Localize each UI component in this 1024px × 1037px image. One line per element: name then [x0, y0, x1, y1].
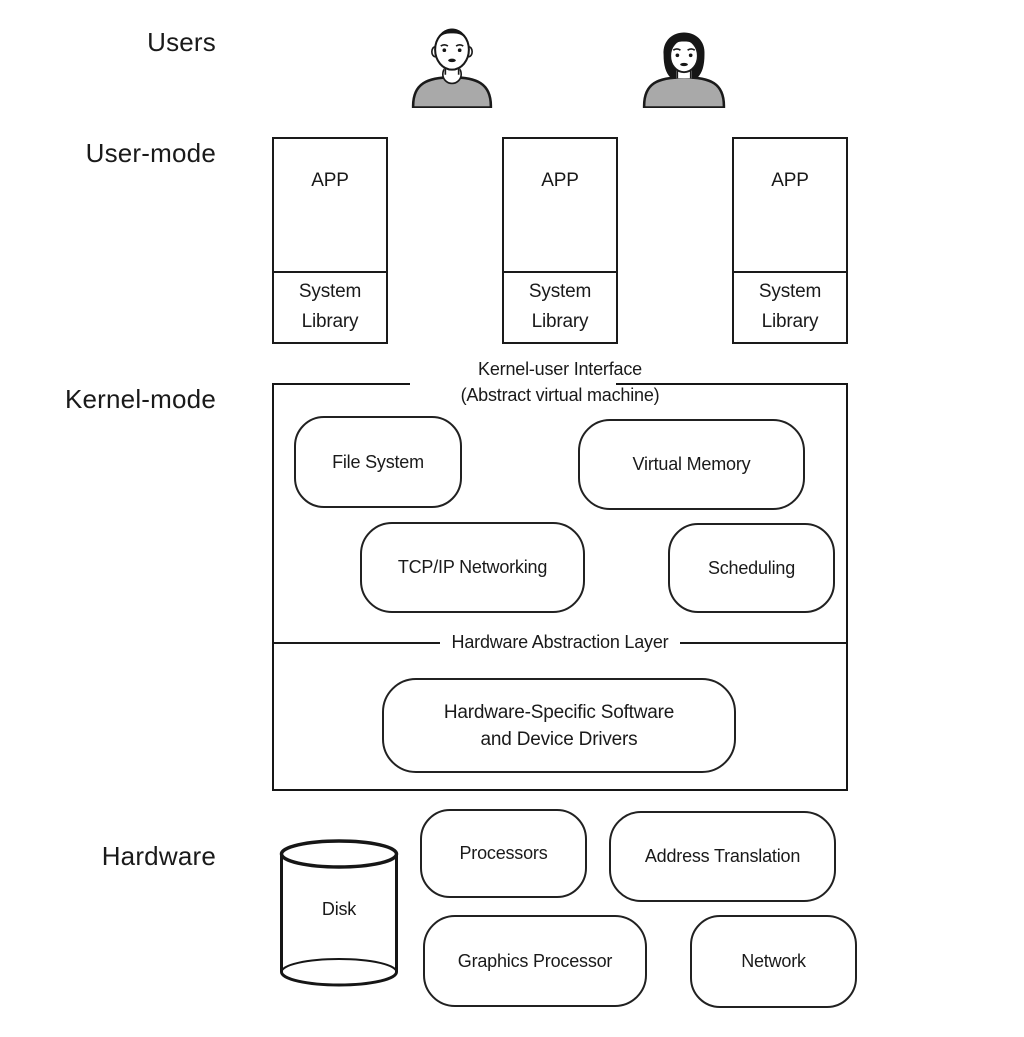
graphics-processor-label: Graphics Processor — [457, 950, 613, 971]
virtual-memory-label: Virtual Memory — [632, 454, 751, 474]
network-box: Network — [690, 915, 857, 1008]
address-translation-box: Address Translation — [609, 811, 836, 902]
file-system-box: File System — [294, 416, 462, 508]
app-box: APP System Library — [502, 137, 618, 344]
kernel-user-interface-label: Kernel-user Interface (Abstract virtual … — [310, 356, 810, 408]
tcpip-networking-label: TCP/IP Networking — [397, 557, 548, 577]
hardware-specific-software-line1: Hardware-Specific Software — [443, 701, 675, 723]
hardware-specific-software-line2: and Device Drivers — [480, 728, 638, 750]
address-translation-label: Address Translation — [644, 846, 801, 866]
system-library-line: System — [528, 281, 592, 302]
app-label: APP — [771, 170, 809, 191]
hardware-abstraction-layer-label: Hardware Abstraction Layer — [451, 632, 669, 652]
system-library-section: System Library — [734, 271, 846, 342]
processors-label: Processors — [459, 843, 548, 863]
app-label: APP — [541, 170, 579, 191]
system-library-line: Library — [761, 311, 819, 332]
scheduling-label: Scheduling — [707, 557, 796, 578]
processors-box: Processors — [420, 809, 587, 898]
network-label: Network — [741, 951, 806, 971]
system-library-line: Library — [531, 311, 589, 332]
hardware-row-label: Hardware — [101, 841, 216, 871]
system-library-section: System Library — [274, 271, 386, 342]
tcpip-networking-box: TCP/IP Networking — [360, 522, 585, 613]
disk-label: Disk — [321, 899, 357, 919]
file-system-label: File System — [332, 451, 424, 472]
kernel-user-interface-line1: Kernel-user Interface — [478, 359, 642, 379]
system-library-line: System — [758, 281, 822, 302]
kernel-top-border-gap — [410, 381, 616, 389]
hardware-abstraction-layer-divider: Hardware Abstraction Layer — [274, 632, 847, 653]
app-box: APP System Library — [272, 137, 388, 344]
app-label: APP — [311, 170, 349, 191]
system-library-line: System — [298, 281, 362, 302]
kernel-mode-row-label: Kernel-mode — [64, 384, 216, 414]
user-mode-row-label: User-mode — [85, 138, 216, 168]
system-library-section: System Library — [504, 271, 616, 342]
system-library-line: Library — [301, 311, 359, 332]
users-row-label: Users — [147, 27, 216, 57]
divider-line — [680, 641, 847, 644]
hardware-specific-software-box: Hardware-Specific Software and Device Dr… — [382, 678, 736, 773]
kernel-box: File System Virtual Memory TCP/IP Networ… — [272, 381, 848, 791]
kernel-user-interface-line2: (Abstract virtual machine) — [460, 385, 660, 405]
graphics-processor-box: Graphics Processor — [423, 915, 647, 1007]
scheduling-box: Scheduling — [668, 523, 835, 613]
app-box: APP System Library — [732, 137, 848, 344]
divider-line — [274, 641, 440, 644]
virtual-memory-box: Virtual Memory — [578, 419, 805, 510]
female-user-icon — [638, 20, 728, 109]
male-user-icon — [407, 20, 497, 109]
disk-cylinder-icon: Disk — [278, 838, 400, 990]
